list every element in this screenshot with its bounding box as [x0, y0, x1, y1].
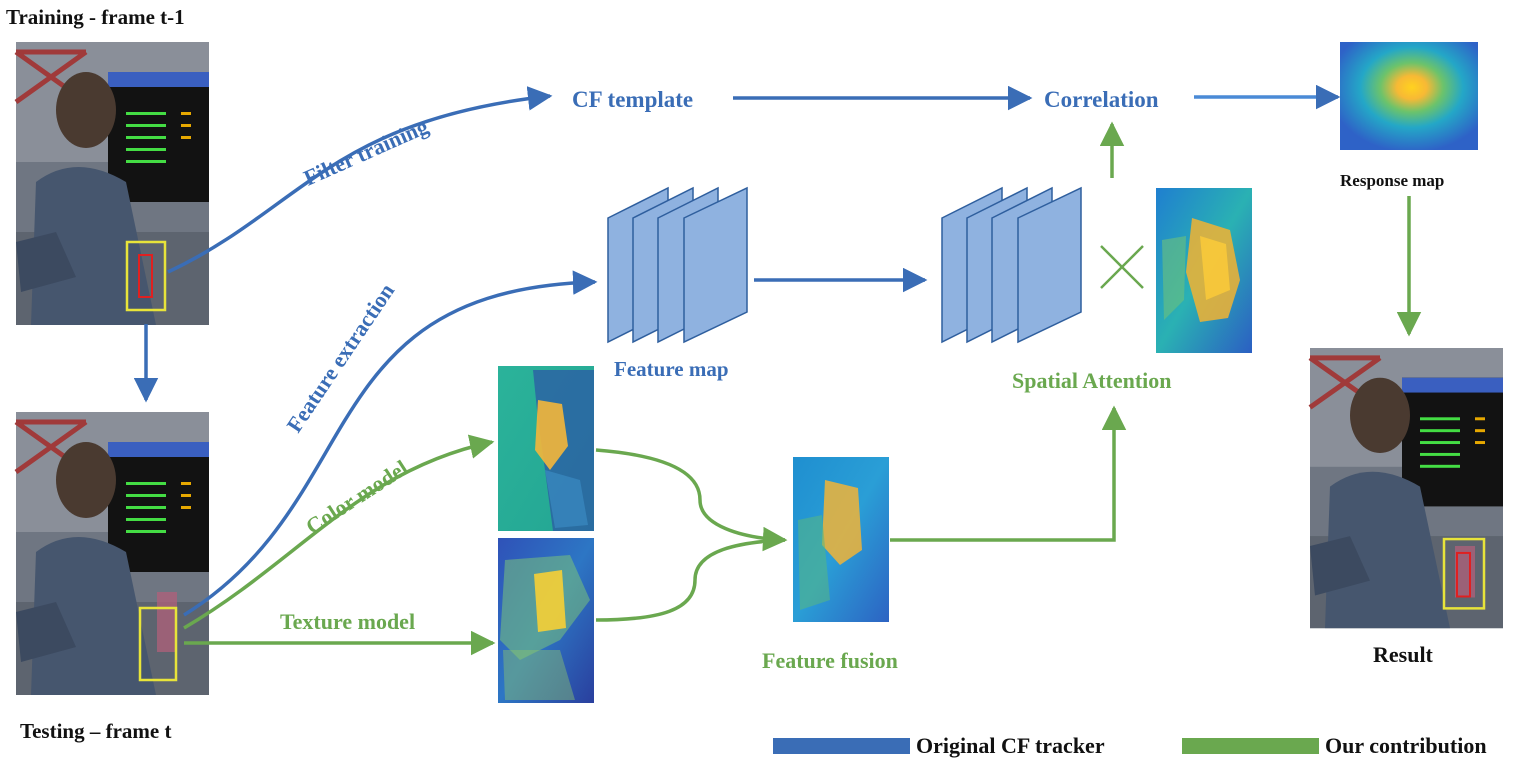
cf-template-label: CF template — [572, 87, 693, 112]
result-frame-image — [1310, 348, 1503, 628]
feature-extraction-arrow — [183, 270, 598, 617]
feature-map-stack — [607, 186, 748, 344]
testing-frame-label: Testing – frame t — [20, 719, 171, 743]
multiply-icon — [1100, 245, 1144, 289]
fusion-to-attention-arrow — [890, 405, 1127, 542]
feature-fusion-heatmap — [793, 457, 889, 622]
training-frame-image — [16, 42, 209, 325]
texture-to-fusion-arrow — [595, 538, 786, 622]
legend-label-original: Original CF tracker — [916, 733, 1105, 758]
texture-model-heatmap — [498, 538, 594, 703]
legend-label-contribution: Our contribution — [1325, 733, 1487, 758]
spatial-attention-label: Spatial Attention — [1012, 368, 1172, 393]
feature-extraction-label: Feature extraction — [281, 279, 399, 437]
testing-bbox-yellow — [138, 606, 178, 682]
feature-fusion-label: Feature fusion — [762, 648, 898, 673]
result-bbox-yellow — [1442, 537, 1486, 610]
correlation-label: Correlation — [1044, 87, 1159, 112]
training-bbox-red — [138, 254, 153, 298]
legend: Original CF tracker Our contribution — [773, 733, 1487, 758]
response-map-heatmap — [1340, 42, 1478, 150]
color-model-arrow — [183, 434, 495, 630]
texture-model-label: Texture model — [280, 609, 415, 634]
feature-map-label: Feature map — [614, 357, 729, 381]
legend-swatch-original — [773, 738, 910, 754]
filter-training-label: Filter training — [300, 113, 432, 190]
training-frame-label: Training - frame t-1 — [6, 5, 185, 29]
color-model-heatmap — [498, 366, 594, 531]
legend-swatch-contribution — [1182, 738, 1319, 754]
spatial-attention-heatmap — [1156, 188, 1252, 353]
pedestrian-target — [157, 592, 177, 652]
training-bbox-yellow — [125, 240, 167, 312]
filter-training-arrow — [167, 86, 553, 274]
response-map-label: Response map — [1340, 171, 1444, 190]
color-to-fusion-arrow — [595, 448, 788, 552]
result-bbox-red — [1456, 551, 1471, 598]
attended-feature-stack — [941, 186, 1082, 344]
testing-frame-image — [16, 412, 209, 695]
result-label: Result — [1373, 642, 1434, 667]
